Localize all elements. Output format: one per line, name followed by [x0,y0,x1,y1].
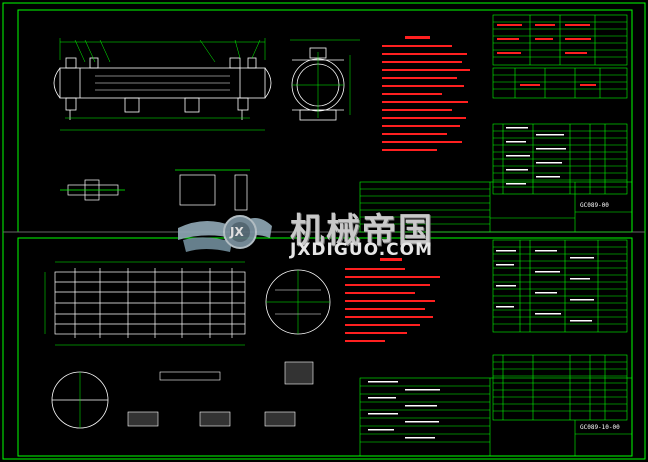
title-block-top [359,181,633,233]
parts-list-bottom [492,354,628,421]
technical-notes-top [382,36,470,151]
design-data-table-top [492,14,628,99]
tube-bundle-view [54,268,246,338]
watermark-url: JXDIGUO.COM [290,240,434,260]
elevation-dimensions [59,38,266,131]
technical-notes-bottom [345,258,440,342]
nozzle-detail [60,169,250,211]
watermark-logo [178,215,272,252]
title-block-bottom [359,377,633,457]
detail-sections-bottom [127,361,314,427]
watermark-badge: JX [230,225,244,239]
design-data-table-bottom [492,239,628,333]
baffle-circle [51,371,109,429]
drawing-code-top: GC089-00 [580,202,609,209]
parts-list-top [492,123,628,195]
tubesheet-circle [265,269,331,335]
exchanger-elevation-view [53,57,272,120]
watermark-title: 机械帝国 [290,211,434,251]
drawing-code-bottom: GC089-10-00 [580,424,620,431]
